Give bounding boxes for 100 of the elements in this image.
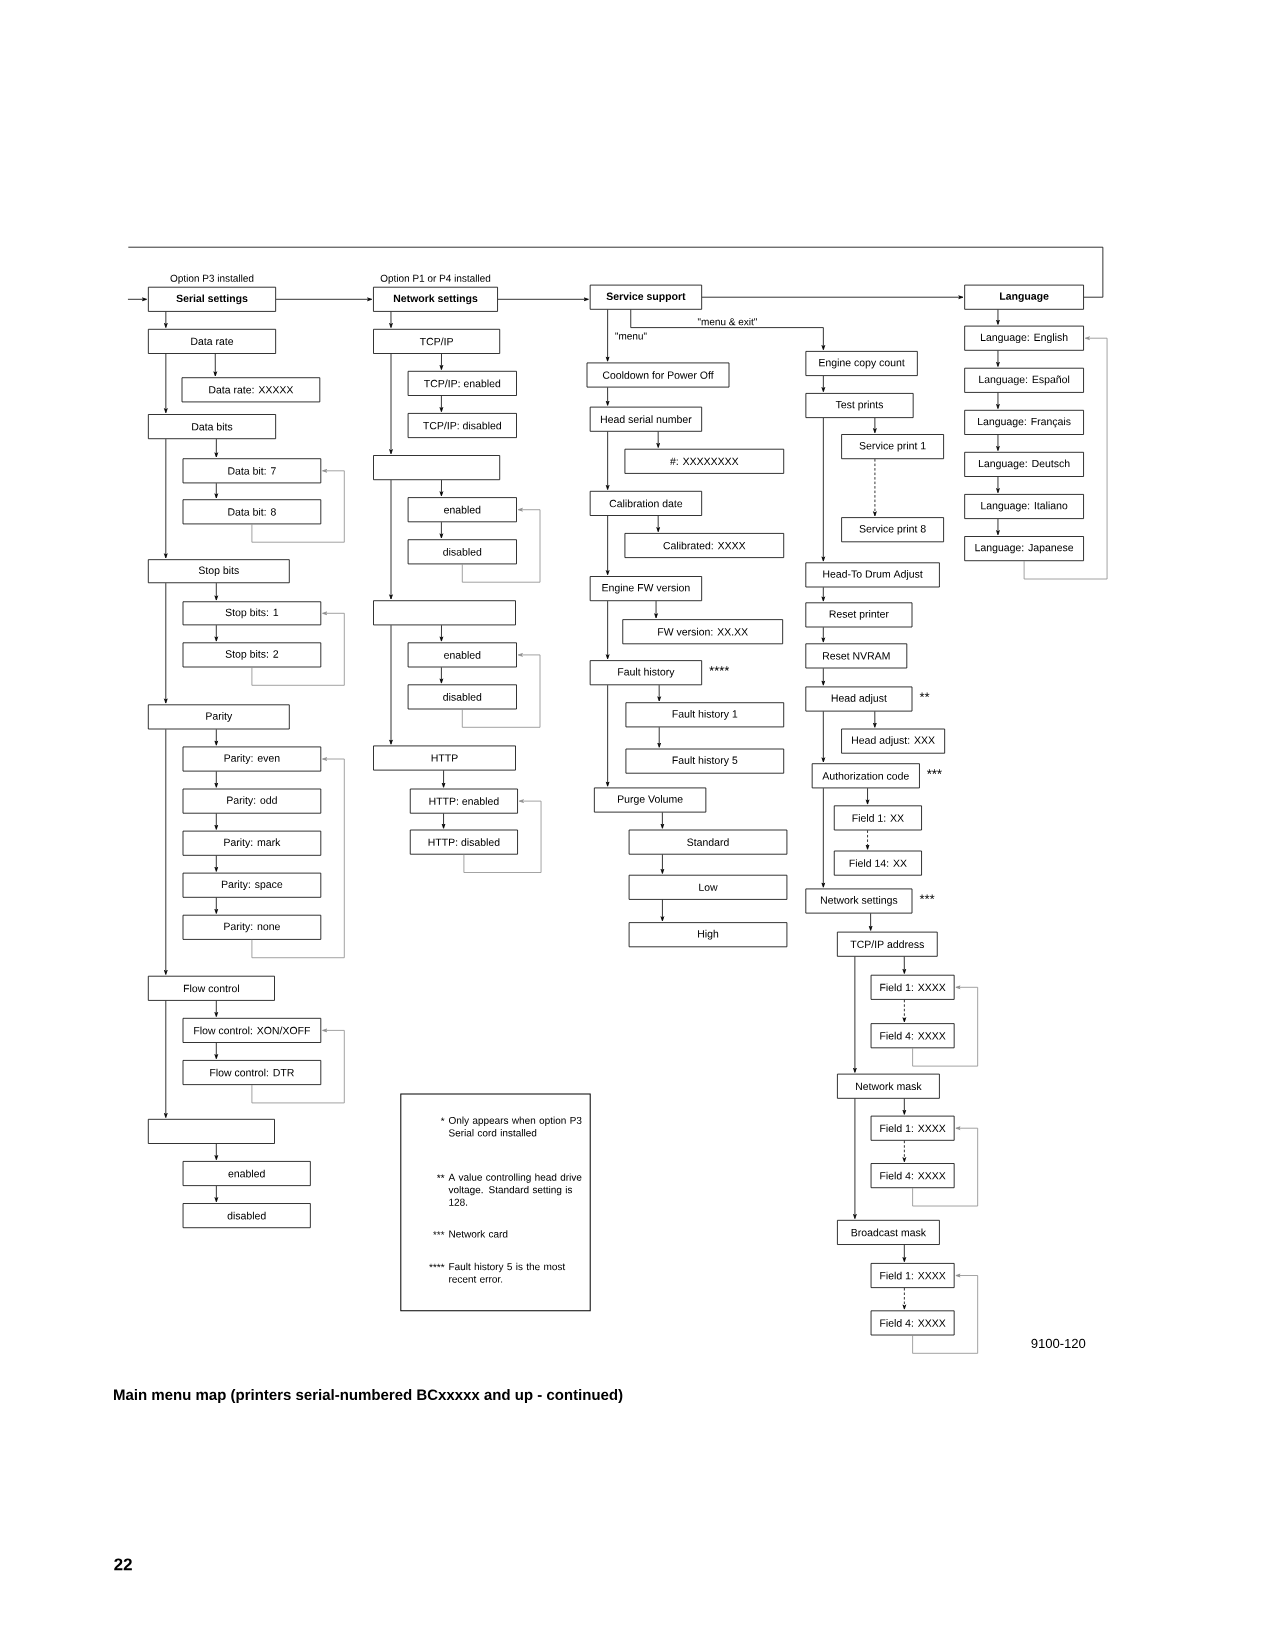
menu-box: disabled — [182, 1203, 311, 1229]
menu-box: Field 1: XXXX — [870, 974, 955, 1000]
arrow — [164, 582, 168, 704]
arrow — [996, 518, 1000, 536]
arrow — [251, 1028, 345, 1104]
menu-box: Flow control — [147, 975, 275, 1001]
arrow — [214, 771, 219, 788]
footnote-marker: *** — [919, 894, 935, 900]
arrow — [441, 813, 446, 829]
menu-box: Field 4: XXXX — [870, 1023, 955, 1049]
arrow — [461, 507, 541, 583]
arrow — [439, 395, 444, 413]
arrow — [389, 624, 393, 745]
menu-box: disabled — [407, 539, 517, 565]
arrow — [821, 711, 826, 763]
arrow — [996, 309, 1000, 325]
arrow — [902, 956, 907, 974]
arrow — [214, 438, 219, 458]
page-number: 22 — [114, 1558, 132, 1571]
arrow — [996, 476, 1000, 494]
arrow — [441, 770, 446, 788]
arrow — [865, 787, 870, 805]
menu-box: Stop bits: 2 — [182, 642, 322, 668]
footnote-marker: ** — [437, 1174, 445, 1178]
arrow — [251, 611, 345, 686]
menu-box: Engine FW version — [589, 576, 703, 602]
menu-box: Data rate: XXXXX — [181, 377, 321, 403]
arrow — [439, 624, 444, 642]
menu-box: Head-To Drum Adjust — [805, 562, 940, 588]
arrow — [127, 297, 148, 302]
menu-box: Cooldown for Power Off — [586, 362, 730, 388]
menu-box: enabled — [407, 497, 517, 523]
arrow — [164, 438, 168, 559]
menu-box: enabled — [182, 1161, 311, 1186]
menu-box: High — [628, 922, 788, 948]
menu-box: Broadcast mask — [837, 1219, 940, 1245]
menu-box: Fault history — [589, 660, 703, 686]
arrow — [214, 729, 219, 746]
arrow — [996, 392, 1000, 409]
menu-box: Test prints — [805, 393, 914, 418]
menu-box: Engine copy count — [805, 351, 918, 376]
arrow — [605, 431, 610, 490]
arrow — [275, 297, 373, 302]
menu-box: Stop bits — [147, 559, 290, 584]
footnote-marker: ** — [919, 692, 930, 698]
menu-box: Language: Français — [964, 409, 1084, 435]
arrow — [654, 600, 658, 619]
arrow — [214, 624, 219, 642]
menu-box: TCP/IP: disabled — [407, 413, 517, 438]
arrow — [251, 469, 345, 543]
menu-box: Head adjust: XXX — [841, 728, 946, 754]
footnote-marker: **** — [429, 1263, 445, 1268]
arrow — [605, 684, 610, 787]
arrow — [214, 582, 219, 601]
menu-box: Head serial number — [589, 406, 703, 432]
arrow — [214, 897, 219, 914]
edge-label: "menu & exit" — [695, 316, 759, 327]
menu-box: HTTP: enabled — [409, 788, 518, 814]
arrow — [251, 757, 345, 959]
arrow — [389, 311, 393, 328]
arrow — [821, 375, 826, 393]
arrow — [657, 684, 661, 702]
arrow — [214, 813, 219, 830]
arrow — [873, 711, 877, 728]
arrow — [214, 482, 219, 499]
menu-box: Calibration date — [589, 490, 703, 516]
menu-box: HTTP — [373, 745, 516, 771]
arrow — [853, 1098, 857, 1219]
arrow — [213, 353, 218, 377]
caption: Main menu map (printers serial-numbered BCxxxxx and up - continued) — [114, 1389, 623, 1403]
arrow — [389, 479, 393, 600]
arrow — [605, 387, 610, 406]
menu-box: Data rate — [147, 328, 277, 354]
menu-box: Language: Deutsch — [964, 451, 1084, 477]
arrow — [821, 627, 826, 643]
arrow — [164, 353, 168, 414]
menu-box: TCP/IP: enabled — [407, 370, 517, 396]
arrow — [439, 353, 444, 370]
menu-box: disabled — [407, 684, 517, 710]
menu-box: HTTP: disabled — [409, 829, 518, 855]
arrow — [902, 1244, 907, 1263]
menu-box: Field 4: XXXX — [870, 1163, 955, 1189]
note-text: Only appears when option P3 Serial cord installed — [448, 1116, 582, 1137]
menu-box: Service support — [589, 284, 703, 310]
arrow — [868, 913, 873, 931]
arrow — [912, 1126, 979, 1207]
menu-box: Parity — [147, 704, 290, 730]
arrow — [605, 515, 610, 576]
menu-box: Parity: none — [182, 914, 322, 940]
arrow — [902, 999, 907, 1023]
menu-box: Fault history 5 — [625, 748, 785, 774]
menu-box: Authorization code — [811, 763, 920, 789]
arrow — [912, 1273, 979, 1354]
menu-box: Standard — [628, 829, 788, 855]
note-text: Network card — [449, 1230, 508, 1238]
menu-box: Reset printer — [805, 602, 913, 628]
menu-box — [373, 600, 516, 626]
note-text: Fault history 5 is the most recent error. — [449, 1262, 566, 1283]
arrow — [853, 956, 857, 1073]
arrow — [605, 309, 610, 362]
